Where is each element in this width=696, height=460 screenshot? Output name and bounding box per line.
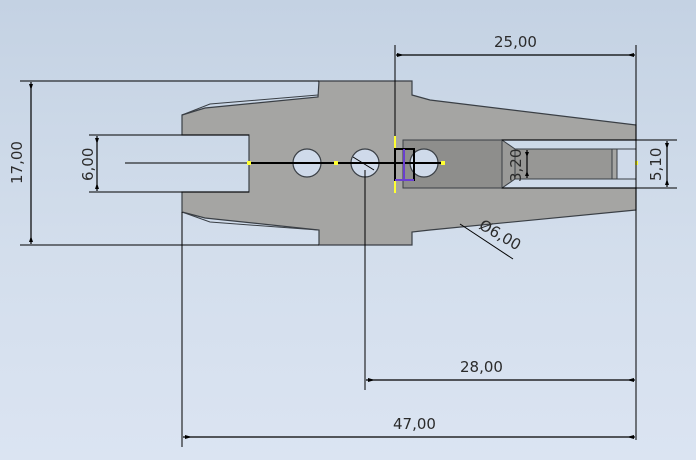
lower-taper-edge bbox=[181, 211, 319, 231]
dimension-label-6[interactable]: 6,00 bbox=[79, 148, 97, 181]
dimension-label-17[interactable]: 17,00 bbox=[8, 141, 26, 184]
dimension-label-3-20[interactable]: 3,20 bbox=[507, 149, 525, 182]
dimension-slot-height[interactable]: 6,00 bbox=[79, 134, 249, 193]
dimension-overall-length[interactable]: 47,00 bbox=[181, 212, 635, 447]
upper-taper-edge bbox=[181, 94, 319, 116]
dimension-right-section-length[interactable]: 25,00 bbox=[394, 33, 637, 440]
dimension-label-28[interactable]: 28,00 bbox=[460, 358, 503, 376]
dimension-label-47[interactable]: 47,00 bbox=[393, 415, 436, 433]
dimension-inner-slot-height[interactable]: 3,20 bbox=[507, 149, 529, 182]
dimension-label-25[interactable]: 25,00 bbox=[494, 33, 537, 51]
inner-slot[interactable] bbox=[514, 148, 613, 180]
tip-opening bbox=[616, 148, 637, 180]
dimension-hole-to-end[interactable]: 28,00 bbox=[364, 170, 635, 390]
inner-slot-step bbox=[611, 148, 618, 180]
dimension-overall-height[interactable]: 17,00 bbox=[8, 80, 319, 246]
dimension-label-5-10[interactable]: 5,10 bbox=[647, 148, 665, 181]
hole-diameter-leader-inner bbox=[352, 156, 375, 171]
selected-sketch-rect[interactable] bbox=[394, 136, 415, 193]
dimension-tip-slot-height[interactable]: 5,10 bbox=[502, 139, 677, 189]
